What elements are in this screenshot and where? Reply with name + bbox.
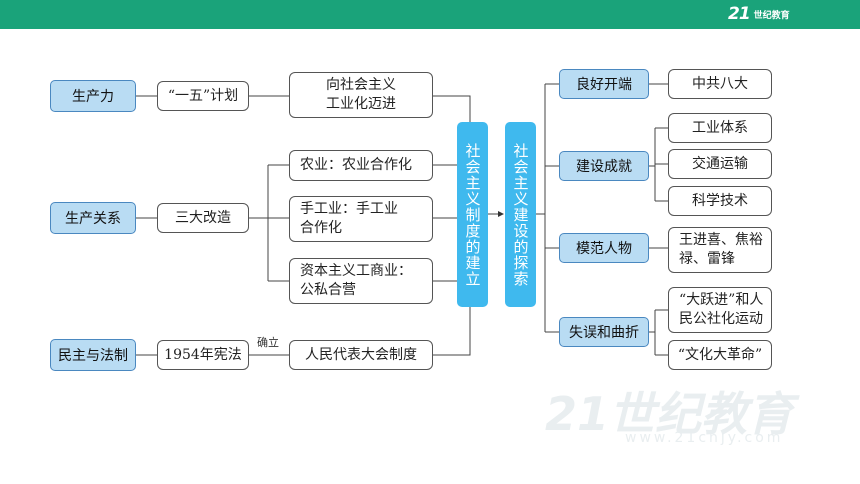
item-great-leap: “大跃进”和人 民公社化运动 [668,287,772,333]
node-agriculture: 农业：农业合作化 [289,150,433,181]
node-handicraft: 手工业：手工业 合作化 [289,196,433,242]
category-productivity: 生产力 [50,80,136,112]
brand-name: 世纪教育 [753,10,790,21]
node-peoples-congress: 人民代表大会制度 [289,340,433,370]
node-five-year-plan: “一五”计划 [157,81,249,111]
item-science-technology: 科学技术 [668,186,772,216]
category-good-start: 良好开端 [559,69,649,99]
center-bar-construction-exploration: 社会主义建设的探索 [505,122,536,307]
brand-mark: 21 [728,4,751,24]
watermark-mark: 21世纪教育 [545,387,794,441]
node-capitalist-commerce: 资本主义工商业： 公私合营 [289,258,433,304]
edge-label-establish: 确立 [257,336,279,349]
item-cultural-revolution: “文化大革命” [668,340,772,370]
watermark-url: www.21cnjy.com [625,430,784,446]
item-industrial-system: 工业体系 [668,113,772,143]
brand-logo: 21 世纪教育 [728,3,790,25]
item-eighth-congress: 中共八大 [668,69,772,99]
item-model-people: 王进喜、焦裕 禄、雷锋 [668,227,772,273]
category-model-figures: 模范人物 [559,233,649,263]
top-bar [0,0,860,29]
category-mistakes: 失误和曲折 [559,317,649,347]
node-industrialization: 向社会主义 工业化迈进 [289,72,433,118]
category-production-relations: 生产关系 [50,202,136,234]
category-achievements: 建设成就 [559,151,649,181]
node-three-transformations: 三大改造 [157,203,249,233]
node-1954-constitution: 1954年宪法 [157,340,249,370]
center-bar-system-established: 社会主义制度的建立 [457,122,488,307]
category-democracy-law: 民主与法制 [50,339,136,371]
item-transportation: 交通运输 [668,149,772,179]
